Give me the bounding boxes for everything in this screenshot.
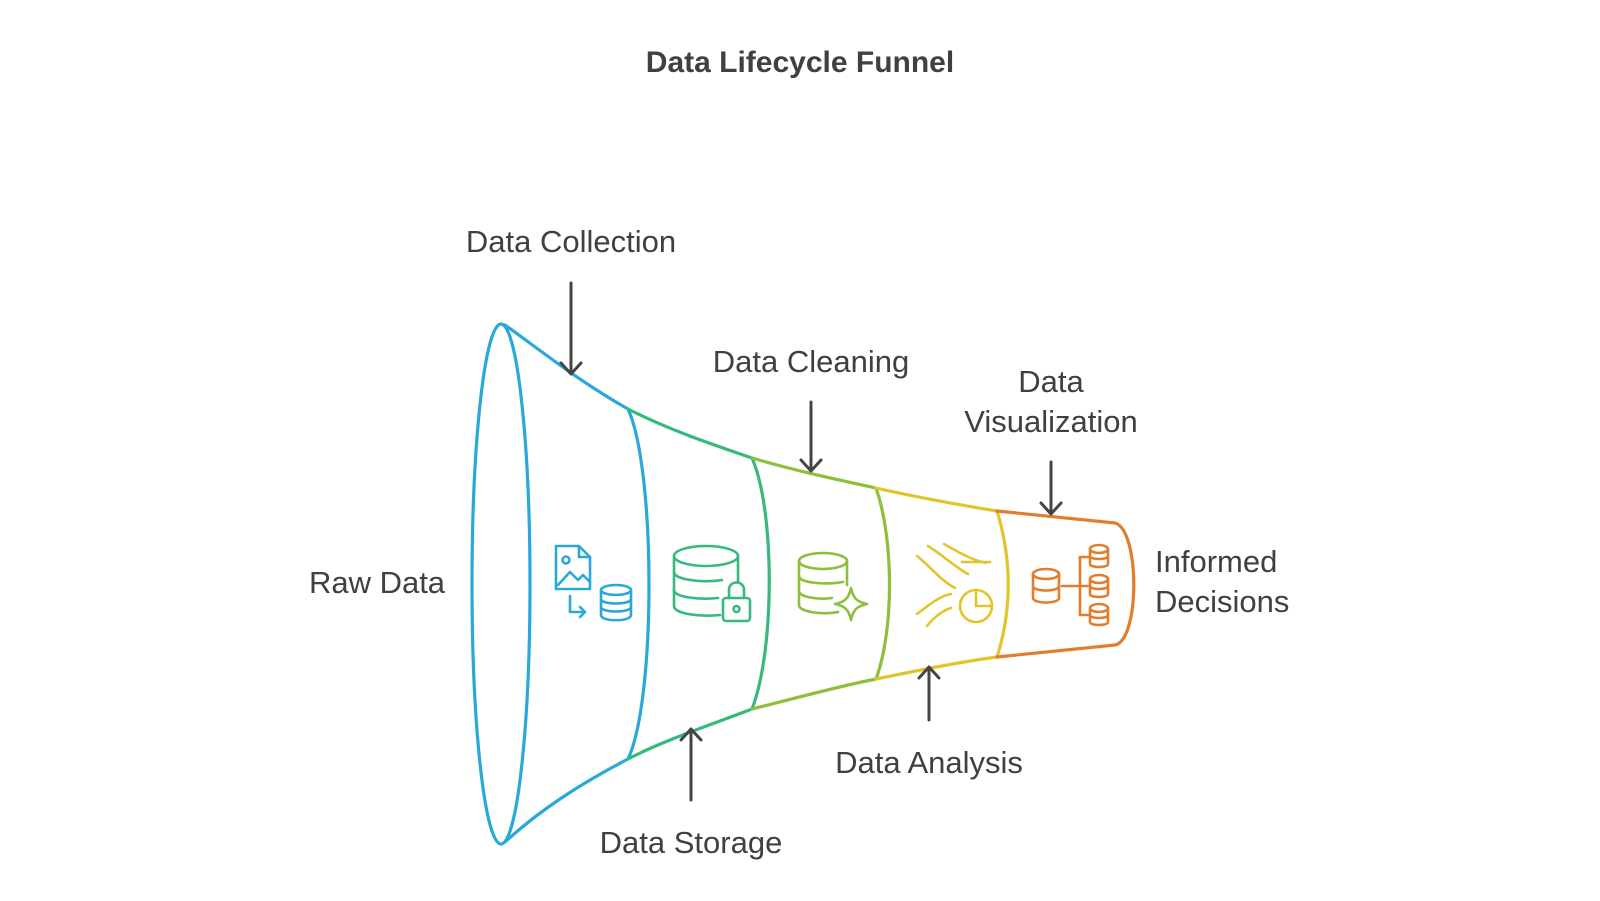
label-data-visualization-line1: Data	[1018, 364, 1084, 399]
label-informed-decisions-line1: Informed	[1155, 544, 1277, 579]
label-data-visualization-line2: Visualization	[964, 404, 1137, 439]
label-raw-data: Raw Data	[309, 565, 446, 600]
funnel-segment-data-visualization	[995, 509, 1136, 659]
pie-chart-flow-icon	[915, 542, 994, 628]
label-data-cleaning: Data Cleaning	[713, 344, 909, 379]
database-hierarchy-icon	[1031, 543, 1110, 627]
funnel-segment-data-analysis	[874, 486, 1010, 681]
arrow-data-storage	[679, 727, 703, 802]
arrow-data-collection	[559, 281, 583, 376]
funnel-segment-data-cleaning	[750, 456, 892, 711]
label-data-analysis: Data Analysis	[835, 745, 1023, 780]
arrow-data-cleaning	[799, 400, 823, 473]
funnel-segment-data-storage	[626, 407, 771, 761]
sparkle-database-icon	[797, 551, 869, 622]
arrow-data-analysis	[917, 665, 941, 722]
label-informed-decisions-line2: Decisions	[1155, 584, 1289, 619]
page-title: Data Lifecycle Funnel	[646, 46, 954, 79]
funnel-mouth-rim	[470, 322, 532, 846]
image-to-database-icon	[554, 544, 633, 622]
locked-database-icon	[672, 544, 752, 623]
label-data-storage: Data Storage	[600, 825, 783, 860]
label-data-collection: Data Collection	[466, 224, 676, 259]
arrow-data-visualization	[1039, 460, 1063, 516]
